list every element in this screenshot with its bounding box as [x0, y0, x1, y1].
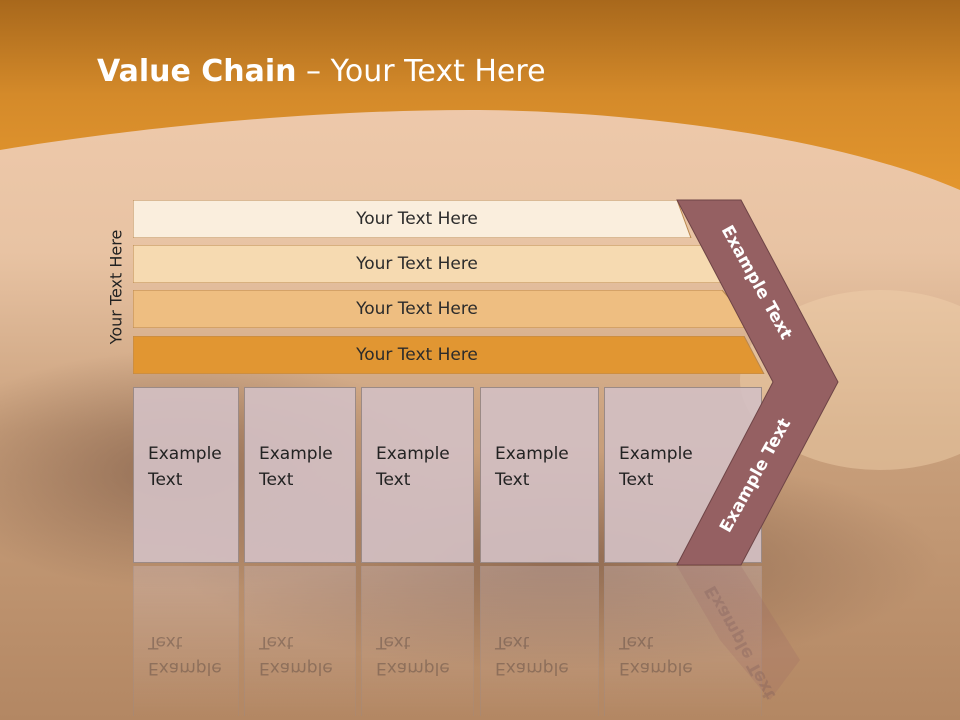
bar-fill [133, 245, 734, 283]
bar-label: Your Text Here [356, 209, 478, 229]
bar-shape [133, 200, 692, 238]
bar-shape [133, 290, 756, 328]
bar-label: Your Text Here [356, 299, 478, 319]
bar-shape [133, 336, 765, 374]
bar-fill [133, 200, 692, 238]
bar-fill [133, 336, 765, 374]
bar-fill [133, 290, 756, 328]
title-bold: Value Chain [97, 54, 297, 89]
side-label: Your Text Here [106, 229, 126, 345]
bar-label: Your Text Here [356, 345, 478, 365]
title-rest: – Your Text Here [296, 54, 546, 89]
slide-title: Value Chain – Your Text Here [97, 54, 546, 89]
bar-shape [133, 245, 734, 283]
bar-label: Your Text Here [356, 254, 478, 274]
